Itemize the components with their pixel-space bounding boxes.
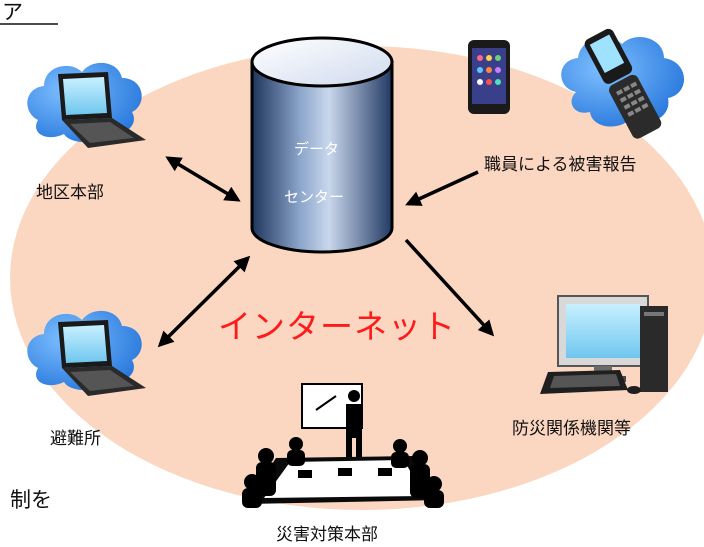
datacenter-label-line2: センター	[284, 188, 345, 206]
response-hq-label: 災害対策本部	[276, 525, 378, 545]
laptop-icon-district	[27, 62, 146, 148]
laptop-icon-shelter	[27, 310, 146, 396]
disaster-orgs-label: 防災関係機関等	[512, 419, 631, 439]
datacenter-cylinder	[250, 36, 394, 254]
internet-label: インターネット	[218, 307, 456, 346]
district-hq-label: 地区本部	[36, 183, 104, 203]
smartphone-icon	[468, 40, 510, 114]
shelter-label: 避難所	[50, 429, 101, 449]
meeting-silhouette-icon	[242, 383, 444, 508]
page-fragment-bottom: 制を	[10, 488, 52, 512]
desktop-pc-icon	[540, 295, 668, 394]
arrow-district-datacenter	[165, 156, 241, 202]
arrow-staff-datacenter	[405, 170, 479, 206]
datacenter-label-line1: データ	[294, 140, 340, 158]
arrow-shelter-datacenter	[157, 255, 251, 348]
arrow-datacenter-orgs	[404, 238, 495, 337]
page-fragment-top: ア	[2, 0, 23, 24]
staff-report-label: 職員による被害報告	[484, 155, 637, 175]
mobile-phone-icon	[561, 28, 685, 139]
